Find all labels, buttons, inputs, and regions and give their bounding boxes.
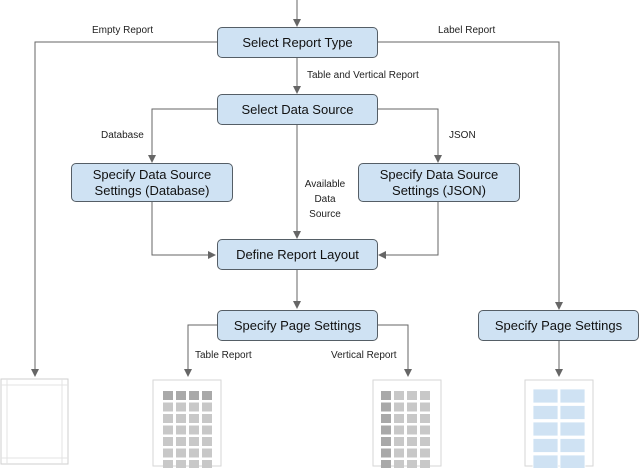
grid-cell xyxy=(532,388,559,404)
grid-cell xyxy=(163,437,173,446)
grid-cell xyxy=(381,425,391,435)
label-json: JSON xyxy=(449,130,476,141)
edge-database xyxy=(148,108,217,163)
grid-cell xyxy=(407,425,417,435)
label-vertical-report: Vertical Report xyxy=(331,350,397,361)
grid-cell xyxy=(394,448,404,458)
grid-cell xyxy=(189,391,199,400)
grid-cell xyxy=(176,437,186,446)
grid-cell xyxy=(202,425,212,435)
grid-cell xyxy=(420,460,430,468)
grid-cell xyxy=(202,414,212,423)
edge-empty-report xyxy=(31,41,217,377)
grid-cell xyxy=(176,414,186,423)
grid-cell xyxy=(420,414,430,423)
grid-cell xyxy=(407,437,417,446)
label-label-report: Label Report xyxy=(438,25,496,36)
page-settings-node-left: Specify Page Settings xyxy=(217,310,378,341)
define-report-layout-node: Define Report Layout xyxy=(217,239,378,270)
label-empty-report: Empty Report xyxy=(92,25,154,36)
label-grid-page-icon xyxy=(524,379,594,468)
grid-cell xyxy=(189,414,199,423)
grid-cell xyxy=(202,448,212,458)
label-available-data-source: Available Data Source xyxy=(304,179,346,220)
grid-cell xyxy=(394,391,404,400)
blank-page-icon xyxy=(0,378,69,465)
grid-cell xyxy=(532,438,559,453)
grid-cell xyxy=(176,460,186,468)
grid-cell xyxy=(407,402,417,412)
grid-cell xyxy=(176,402,186,412)
grid-cell xyxy=(202,391,212,400)
edge-vertical-report xyxy=(378,324,412,377)
grid-cell xyxy=(559,405,586,420)
grid-cell xyxy=(163,414,173,423)
grid-cell xyxy=(163,460,173,468)
select-data-source-node: Select Data Source xyxy=(217,94,378,125)
grid-cell xyxy=(381,437,391,446)
grid-cell xyxy=(202,402,212,412)
grid-cell xyxy=(163,448,173,458)
label-table-report: Table Report xyxy=(195,350,252,361)
grid-cell xyxy=(420,437,430,446)
grid-cell xyxy=(163,402,173,412)
edge-table-report xyxy=(184,324,217,377)
edge-db-to-layout xyxy=(151,201,216,259)
grid-cell xyxy=(381,414,391,423)
grid-cell xyxy=(381,391,391,400)
grid-cell xyxy=(381,448,391,458)
table-grid-page-icon xyxy=(152,379,222,468)
grid-cell xyxy=(163,425,173,435)
grid-cell xyxy=(407,391,417,400)
grid-cell xyxy=(176,391,186,400)
grid-cell xyxy=(202,437,212,446)
database-settings-node: Specify Data Source Settings (Database) xyxy=(71,163,233,202)
grid-cell xyxy=(407,414,417,423)
grid-cell xyxy=(420,402,430,412)
grid-cell xyxy=(559,388,586,404)
json-settings-node: Specify Data Source Settings (JSON) xyxy=(358,163,520,202)
grid-cell xyxy=(420,425,430,435)
label-database: Database xyxy=(101,130,144,141)
grid-cell xyxy=(381,402,391,412)
connectors xyxy=(31,0,563,377)
edge-json-to-layout xyxy=(378,201,439,259)
edge-label-report xyxy=(378,41,563,310)
page-settings-node-right: Specify Page Settings xyxy=(478,310,639,341)
grid-cell xyxy=(420,391,430,400)
grid-cell xyxy=(176,448,186,458)
select-report-type-node: Select Report Type xyxy=(217,27,378,58)
label-table-vertical: Table and Vertical Report xyxy=(307,70,419,81)
vertical-grid-page-icon xyxy=(372,379,442,468)
grid-cell xyxy=(189,460,199,468)
edge-json xyxy=(378,108,442,163)
grid-cell xyxy=(559,454,586,468)
grid-cell xyxy=(559,421,586,437)
grid-cell xyxy=(559,438,586,453)
grid-cell xyxy=(189,437,199,446)
grid-cell xyxy=(189,402,199,412)
grid-cell xyxy=(532,454,559,468)
grid-cell xyxy=(394,402,404,412)
grid-cell xyxy=(407,460,417,468)
grid-cell xyxy=(394,437,404,446)
grid-cell xyxy=(394,460,404,468)
grid-cell xyxy=(532,405,559,420)
grid-cell xyxy=(532,421,559,437)
grid-cell xyxy=(189,448,199,458)
grid-cell xyxy=(189,425,199,435)
grid-cell xyxy=(176,425,186,435)
grid-cell xyxy=(420,448,430,458)
grid-cell xyxy=(394,425,404,435)
grid-cell xyxy=(381,460,391,468)
grid-cell xyxy=(394,414,404,423)
grid-cell xyxy=(407,448,417,458)
grid-cell xyxy=(202,460,212,468)
grid-cell xyxy=(163,391,173,400)
